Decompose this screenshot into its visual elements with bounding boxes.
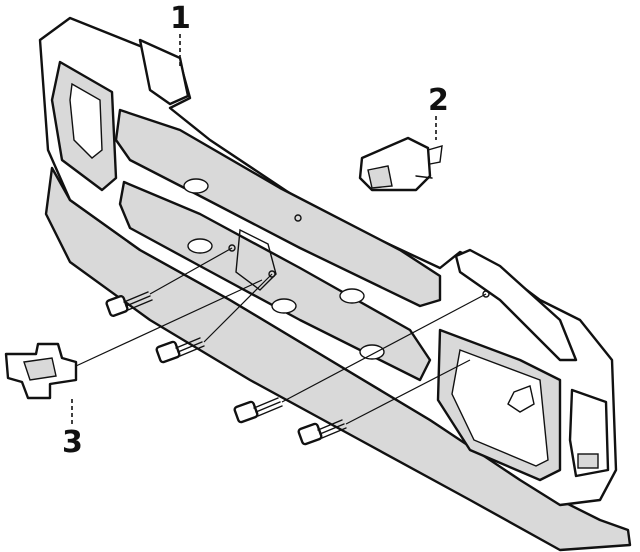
headlamp-adjuster: [507, 385, 535, 413]
callout-1: 1: [170, 1, 191, 36]
upper-grille-opening: [114, 108, 442, 308]
screw-1: [105, 291, 153, 317]
clip-hole-c: [268, 270, 276, 278]
callout-2: 2: [428, 83, 449, 118]
center-bracket: [235, 228, 277, 291]
clip-hole-b: [228, 244, 236, 252]
mount-boss-lower: [271, 298, 297, 314]
part-2-bracket: [358, 136, 443, 192]
leader-screw-2: [203, 273, 273, 343]
mount-boss-left: [187, 238, 213, 254]
grille-panel: [38, 16, 632, 552]
part-3-emblem: [4, 342, 78, 400]
leader-screw-4: [345, 359, 471, 425]
mount-boss-upper: [183, 178, 209, 194]
clip-hole-a: [294, 214, 302, 222]
fasteners: [105, 291, 347, 446]
screw-3: [233, 397, 283, 424]
bracket-face: [367, 165, 393, 189]
right-upper-bracket: [454, 248, 578, 362]
bracket-lug: [427, 145, 443, 165]
right-headlamp-inner: [451, 349, 549, 467]
upper-mounting-tab: [138, 38, 190, 106]
leader-lines: [71, 34, 487, 425]
screw-4: [297, 419, 347, 446]
callout-3: 3: [62, 425, 83, 460]
mount-boss-mid: [339, 288, 365, 304]
clip-hole-d: [482, 290, 490, 298]
side-marker-lens: [577, 453, 599, 469]
leader-emblem: [75, 279, 263, 367]
lower-grille-opening: [118, 180, 432, 382]
mount-boss-right: [359, 344, 385, 360]
bracket-pin: [415, 175, 433, 179]
left-headlamp-inner: [69, 82, 103, 159]
leader-screw-3: [281, 293, 487, 403]
screw-2: [155, 337, 205, 364]
emblem-face: [23, 357, 57, 381]
leader-screw-1: [149, 247, 233, 295]
